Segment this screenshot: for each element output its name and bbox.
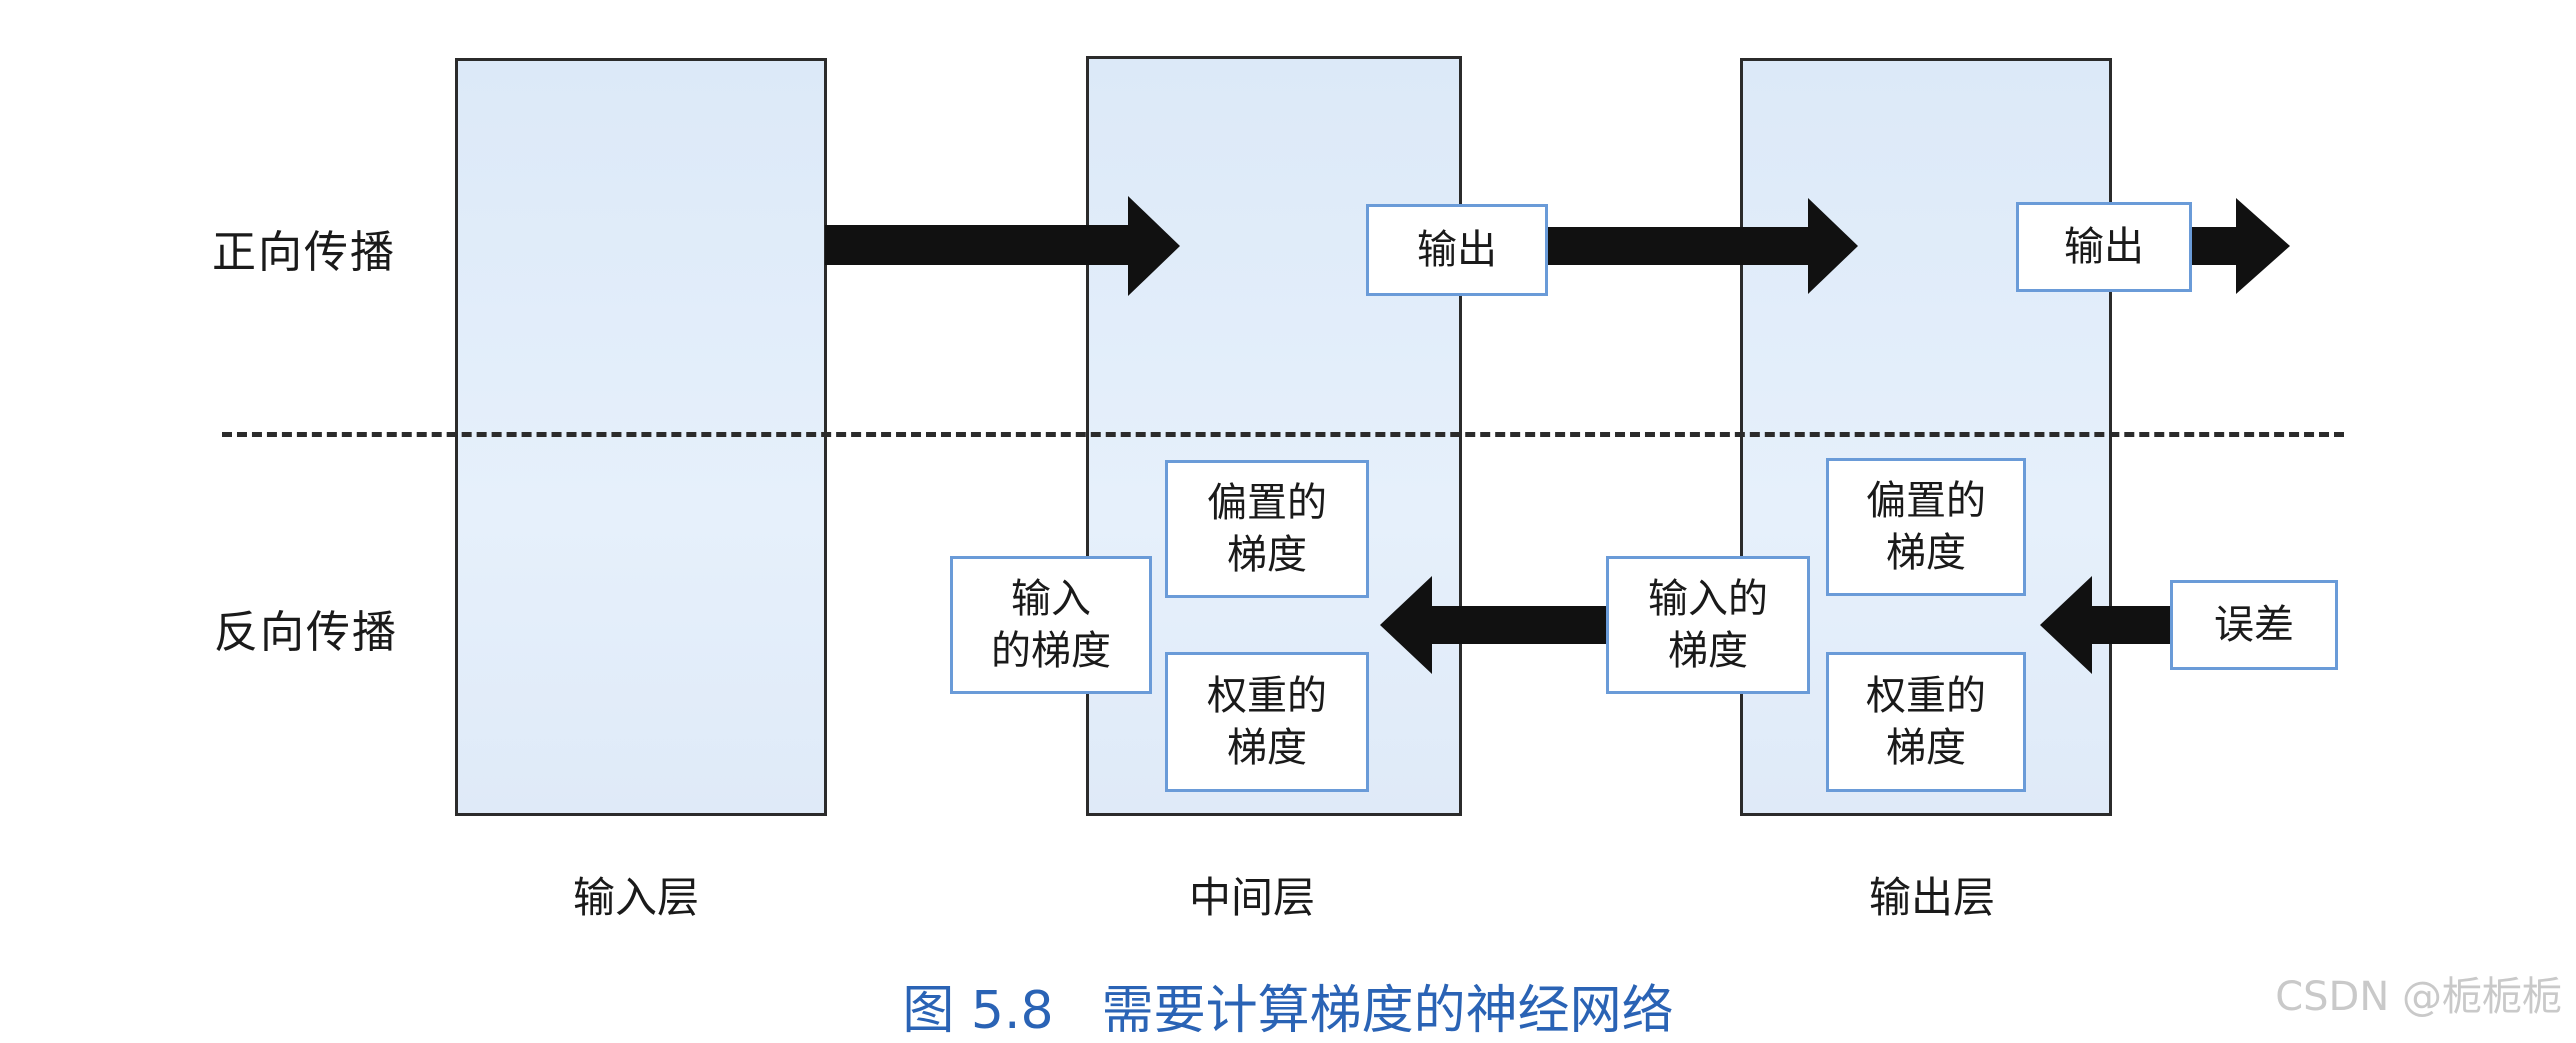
- watermark: CSDN @栀栀栀: [2275, 974, 2562, 1020]
- output-layer-label: 输出层: [1868, 873, 1996, 922]
- hidden-output-label: 输出: [1417, 227, 1497, 273]
- hidden-bias-gradient-line2: 梯度: [1227, 532, 1307, 578]
- forward-arrow-final-output: [2192, 198, 2290, 294]
- figure-caption: 图 5.8 需要计算梯度的神经网络: [0, 968, 2576, 1043]
- forward-arrow-hidden-to-output: [1548, 198, 1858, 294]
- propagation-divider: [222, 432, 2344, 437]
- input-layer-label: 输入层: [572, 873, 700, 922]
- figure-title: 需要计算梯度的神经网络: [1101, 981, 1674, 1041]
- forward-arrow-input-to-hidden: [825, 196, 1180, 296]
- output-weight-gradient-line2: 梯度: [1886, 725, 1966, 771]
- backward-arrow-output-to-hidden: [1380, 576, 1606, 674]
- hidden-weight-gradient-line2: 梯度: [1227, 725, 1307, 771]
- error-label: 误差: [2214, 602, 2294, 648]
- output-input-gradient-line2: 梯度: [1668, 628, 1748, 674]
- hidden-input-gradient-line1: 输入: [1011, 576, 1091, 622]
- output-bias-gradient-box: 偏置的 梯度: [1826, 458, 2026, 596]
- output-bias-gradient-line2: 梯度: [1886, 530, 1966, 576]
- output-output-label: 输出: [2064, 224, 2144, 270]
- output-input-gradient-box: 输入的 梯度: [1606, 556, 1810, 694]
- output-bias-gradient-line1: 偏置的: [1866, 478, 1986, 524]
- backward-arrow-error: [2040, 576, 2172, 674]
- output-output-box: 输出: [2016, 202, 2192, 292]
- hidden-layer-label: 中间层: [1188, 873, 1316, 922]
- forward-propagation-label: 正向传播: [212, 227, 396, 278]
- output-weight-gradient-box: 权重的 梯度: [1826, 652, 2026, 792]
- hidden-weight-gradient-box: 权重的 梯度: [1165, 652, 1369, 792]
- input-layer-panel: [455, 58, 827, 816]
- figure-number: 图 5.8: [902, 981, 1054, 1041]
- hidden-input-gradient-box: 输入 的梯度: [950, 556, 1152, 694]
- hidden-weight-gradient-line1: 权重的: [1207, 673, 1327, 719]
- output-weight-gradient-line1: 权重的: [1866, 673, 1986, 719]
- hidden-bias-gradient-line1: 偏置的: [1207, 480, 1327, 526]
- output-input-gradient-line1: 输入的: [1648, 576, 1768, 622]
- error-box: 误差: [2170, 580, 2338, 670]
- backward-propagation-label: 反向传播: [214, 607, 398, 658]
- hidden-input-gradient-line2: 的梯度: [991, 628, 1111, 674]
- hidden-output-box: 输出: [1366, 204, 1548, 296]
- hidden-bias-gradient-box: 偏置的 梯度: [1165, 460, 1369, 598]
